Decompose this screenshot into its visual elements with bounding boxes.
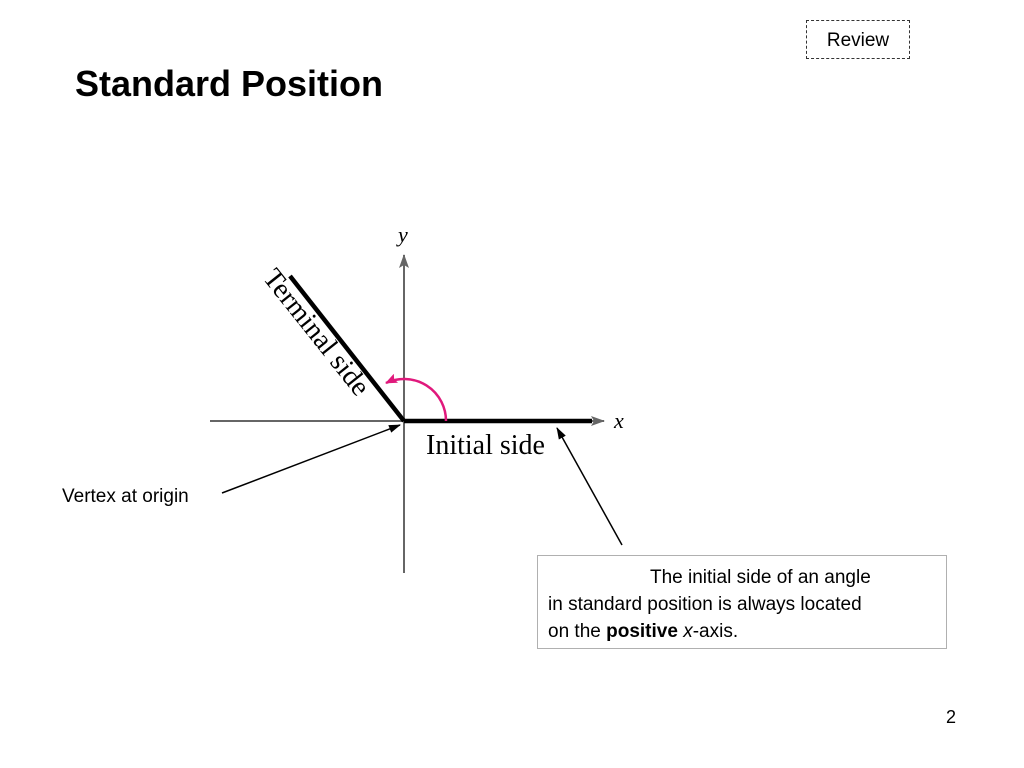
note-line-3-prefix: on the [548, 621, 607, 642]
note-line-3: on the positive x-axis. [548, 618, 936, 645]
note-line-2: in standard position is always located [548, 594, 862, 615]
note-variable-x: x [683, 621, 693, 642]
note-line-1: The initial side of an angle [548, 564, 936, 591]
initial-side-label: Initial side [426, 430, 545, 461]
terminal-side-label: Terminal side [257, 263, 376, 402]
vertex-callout-arrow [221, 424, 401, 494]
x-axis-label: x [613, 408, 624, 433]
initial-side-callout-arrow [556, 427, 623, 546]
note-line-3-suffix: -axis. [692, 621, 739, 642]
review-button[interactable]: Review [806, 20, 910, 59]
vertex-callout-label: Vertex at origin [62, 486, 189, 507]
y-axis-label: y [396, 222, 408, 247]
note-line-1-text: The initial side of an angle [650, 567, 871, 588]
note-box: The initial side of an angle in standard… [537, 555, 947, 649]
terminal-side-ray [288, 274, 406, 423]
note-emphasis-positive: positive [606, 621, 678, 642]
angle-arc [385, 373, 448, 422]
page-title: Standard Position [75, 63, 384, 104]
page-number: 2 [946, 707, 957, 727]
